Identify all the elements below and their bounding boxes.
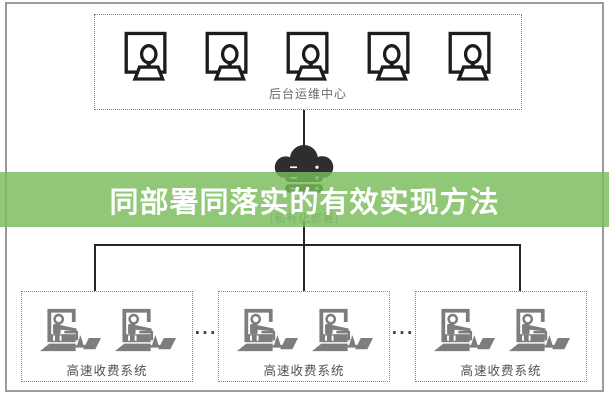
toll-system-label: 高速收费系统 <box>263 363 345 378</box>
connector-drop-left <box>94 244 96 291</box>
ellipsis-separator: ··· <box>194 324 218 342</box>
banner-title-text: 同部署同落实的有效实现方法 <box>109 184 500 219</box>
ops-center-box: 后台运维中心 <box>94 14 522 110</box>
workstation-icon <box>447 30 493 82</box>
toll-system-box-2: 高速收费系统 <box>218 291 390 382</box>
ellipsis-separator: ··· <box>391 324 415 342</box>
toll-system-box-3: 高速收费系统 <box>415 291 587 382</box>
connector-drop-center <box>303 244 305 291</box>
title-banner: 同部署同落实的有效实现方法 <box>0 172 609 227</box>
connector-drop-right <box>519 244 521 291</box>
toll-icon-row <box>38 306 177 353</box>
workstation-icon <box>285 30 331 82</box>
toll-booth-icon <box>235 306 299 353</box>
toll-icon-row <box>235 306 374 353</box>
workstation-icon <box>366 30 412 82</box>
ops-center-label: 后台运维中心 <box>268 87 347 101</box>
toll-system-box-1: 高速收费系统 <box>21 291 193 382</box>
toll-booth-icon <box>507 306 571 353</box>
connector-cloud-to-bar <box>303 221 305 245</box>
toll-booth-icon <box>38 306 102 353</box>
toll-icon-row <box>432 306 571 353</box>
toll-system-label: 高速收费系统 <box>460 363 542 378</box>
toll-booth-icon <box>432 306 496 353</box>
connector-ops-to-cloud <box>303 110 305 145</box>
workstation-icon-row <box>123 30 493 82</box>
toll-booth-icon <box>113 306 177 353</box>
toll-booth-icon <box>310 306 374 353</box>
workstation-icon <box>123 30 169 82</box>
workstation-icon <box>204 30 250 82</box>
connector-horizontal-bar <box>94 244 521 246</box>
toll-system-label: 高速收费系统 <box>66 363 148 378</box>
